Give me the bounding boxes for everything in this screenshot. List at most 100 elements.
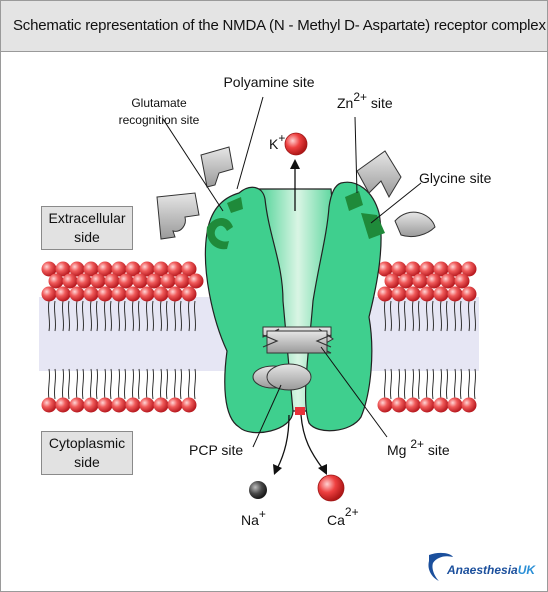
ligands — [156, 146, 436, 240]
lipid-head — [83, 286, 99, 302]
lipid-head — [405, 286, 421, 302]
label-leader-lines — [162, 96, 422, 448]
lipid-tail — [75, 300, 79, 332]
lipid-head — [447, 397, 463, 413]
lipid-tail — [467, 368, 471, 400]
glycine-ligand — [394, 211, 436, 238]
lipid-tail — [109, 300, 113, 332]
lipid-head — [433, 261, 449, 277]
lipid-tail — [459, 368, 463, 400]
lipid-head — [153, 286, 169, 302]
lipid-tail — [123, 368, 127, 400]
lipid-tails — [47, 300, 477, 400]
lipid-head — [419, 261, 435, 277]
lipid-head — [461, 261, 477, 277]
lipid-head — [454, 273, 470, 289]
glycine-site-label: Glycine site — [419, 170, 492, 186]
lipid-head — [440, 273, 456, 289]
lipid-head — [391, 286, 407, 302]
lipid-tail — [425, 368, 429, 400]
lipid-head — [461, 397, 477, 413]
ca-arrowhead — [318, 464, 327, 475]
anaesthesia-uk-logo: AnaesthesiaUK — [425, 549, 543, 583]
lipid-head — [111, 286, 127, 302]
lipid-head — [104, 273, 120, 289]
mg-leader — [320, 346, 388, 438]
na-label: Na+ — [241, 507, 266, 528]
lipid-tail — [383, 368, 387, 400]
logo-swoosh-icon — [428, 552, 453, 581]
lipid-tail — [159, 300, 163, 332]
lipid-tail — [187, 300, 191, 332]
sodium-ion — [249, 481, 267, 499]
lipid-tail — [397, 300, 401, 332]
lipid-tail — [95, 368, 99, 400]
lipid-tail — [411, 368, 415, 400]
lipid-tail — [131, 300, 135, 332]
lipid-head — [160, 273, 176, 289]
zn-site-label: Zn2+ site — [337, 90, 393, 111]
zn-base: Zn — [337, 95, 353, 111]
lipid-head — [139, 397, 155, 413]
lipid-tail — [67, 368, 71, 400]
lipid-tail — [123, 300, 127, 332]
glutamate-leader — [162, 118, 224, 212]
lipid-head — [153, 261, 169, 277]
lipid-head — [83, 397, 99, 413]
potassium-ion — [284, 132, 308, 156]
lipid-tail — [61, 300, 65, 332]
lipid-tail — [473, 368, 477, 400]
pcp-binding-site — [266, 363, 312, 391]
polyamine-site-label: Polyamine site — [223, 74, 314, 90]
lipid-tail — [473, 300, 477, 332]
lipid-tail — [431, 300, 435, 332]
lipid-head — [125, 397, 141, 413]
lipid-head — [391, 261, 407, 277]
lipid-tail — [439, 368, 443, 400]
logo-text: AnaesthesiaUK — [447, 563, 535, 577]
lipid-tail — [383, 300, 387, 332]
lipid-head — [41, 286, 57, 302]
lipid-tail — [453, 300, 457, 332]
lipid-head — [167, 286, 183, 302]
lipid-head — [391, 397, 407, 413]
lipid-tail — [151, 300, 155, 332]
lipid-tail — [81, 368, 85, 400]
lipid-tail — [179, 368, 183, 400]
lipid-tail — [117, 368, 121, 400]
lipid-tail — [145, 300, 149, 332]
lipid-head — [41, 261, 57, 277]
cytoplasmic-line2: side — [74, 454, 100, 470]
lipid-tail — [165, 368, 169, 400]
lipid-tail — [459, 300, 463, 332]
lipid-tail — [179, 300, 183, 332]
lipid-tail — [397, 368, 401, 400]
lipid-tail — [75, 368, 79, 400]
zn-leader — [354, 116, 358, 194]
polyamine-ligand — [200, 146, 234, 188]
lipid-tail — [89, 300, 93, 332]
lipid-tail — [173, 368, 177, 400]
lipid-tail — [61, 368, 65, 400]
mg-zigzag-right — [315, 334, 332, 348]
ion-flow-arrows — [276, 167, 324, 470]
mg-sup: 2+ — [410, 437, 424, 451]
lipid-head — [384, 273, 400, 289]
lipid-head — [377, 286, 393, 302]
lipid-tail — [193, 300, 197, 332]
lipid-tail — [67, 300, 71, 332]
lipid-tail — [165, 300, 169, 332]
lipid-head — [181, 286, 197, 302]
lipid-head — [125, 261, 141, 277]
zn-binding-pocket — [345, 191, 363, 211]
page-title: Schematic representation of the NMDA (N … — [13, 17, 546, 34]
lipid-tail — [403, 368, 407, 400]
na-arrowhead — [273, 464, 282, 475]
zn-sup: 2+ — [353, 90, 367, 104]
lipid-head — [153, 397, 169, 413]
cytoplasmic-line1: Cytoplasmic — [48, 435, 126, 451]
lipid-head — [62, 273, 78, 289]
cytoplasmic-side-box: Cytoplasmic side — [41, 431, 133, 475]
